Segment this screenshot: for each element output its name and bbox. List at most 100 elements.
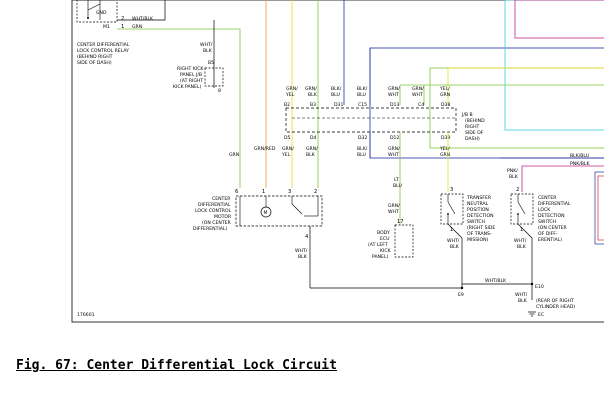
jb-bot-wire-1a: GRN/ bbox=[282, 146, 294, 152]
jb-top-wire-6a: GRN/ bbox=[412, 86, 424, 92]
jb-top-wire-3b: BLU bbox=[331, 92, 340, 98]
ground-ec: EC bbox=[538, 312, 544, 318]
jb-label-3: RIGHT bbox=[465, 124, 480, 130]
transfer-wire-bot-1: WHT/ bbox=[447, 238, 460, 244]
kick-panel-jb: WHT/ BLK B5 8 RIGHT KICK PANEL J/B (AT R… bbox=[173, 20, 224, 94]
wire-pnk-blk bbox=[521, 165, 604, 192]
jb-bot-wire-2b: BLK bbox=[306, 152, 316, 158]
jb-bottom-pin-d39: D39 bbox=[441, 135, 450, 141]
motor-pin-2: 2 bbox=[314, 189, 317, 195]
jb-top-pin-d31: D31 bbox=[334, 102, 343, 108]
ecu-pin: 17 bbox=[397, 219, 404, 225]
ecu-label-3: (AT LEFT bbox=[368, 242, 388, 248]
jb-top-wire-7b: GRN bbox=[440, 92, 450, 98]
jb-bottom-pin-d5: D5 bbox=[284, 135, 291, 141]
ground-e10: E10 bbox=[535, 284, 544, 290]
jb-top-wire-4b: BLU bbox=[357, 92, 366, 98]
jb-top-pin-d13: D13 bbox=[390, 102, 399, 108]
transfer-neutral-switch bbox=[440, 193, 464, 225]
motor-ground-wire-2: BLK bbox=[298, 254, 308, 260]
motor-pin-6: 6 bbox=[235, 189, 238, 195]
jb-bottom-pin-d12: D12 bbox=[390, 135, 399, 141]
ground-e10-wire-2: BLK bbox=[518, 298, 528, 304]
ecu-wire-top-2: BLU bbox=[393, 183, 402, 189]
jb-top-wire-3a: BLK/ bbox=[331, 86, 342, 92]
wire-blue-box bbox=[594, 171, 604, 245]
transfer-label-6: (RIGHT SIDE bbox=[467, 225, 495, 231]
jb-bot-wire-3b: BLU bbox=[357, 152, 366, 158]
motor-label-4: MOTOR bbox=[214, 214, 232, 220]
jb-label-2: (BEHIND bbox=[465, 118, 485, 124]
ground-e9: E9 bbox=[458, 292, 464, 298]
jb-top-pin-c4: C4 bbox=[418, 102, 424, 108]
jb-top-wire-1b: YEL bbox=[285, 92, 295, 98]
jb-bottom-pin-d4: D4 bbox=[310, 135, 317, 141]
transfer-label-3: POSITION bbox=[467, 207, 489, 213]
transfer-label-5: SWITCH bbox=[467, 219, 485, 225]
cdl-label-2: DIFFERENTIAL bbox=[538, 201, 571, 207]
motor-label-1: CENTER bbox=[212, 196, 231, 202]
motor-label-2: DIFFERENTIAL bbox=[198, 202, 231, 208]
motor-label-6: DIFFERENTIAL) bbox=[193, 226, 227, 232]
cdl-wire-bot-1: WHT/ bbox=[514, 238, 527, 244]
kick-label-2: PANEL J/B bbox=[180, 72, 202, 78]
transfer-label-4: DETECTION bbox=[467, 213, 494, 219]
ground-bus-wire: WHT/BLK bbox=[485, 278, 507, 284]
motor-ground-wire-1: WHT/ bbox=[295, 248, 308, 254]
jb-top-pin-b3: B3 bbox=[310, 102, 316, 108]
transfer-label-8: MISSION) bbox=[467, 237, 489, 243]
wire-cyan-frame bbox=[504, 0, 604, 131]
cdl-label-1: CENTER bbox=[538, 195, 557, 201]
ecu-label-1: BODY bbox=[377, 230, 390, 236]
motor-pin-3: 3 bbox=[288, 189, 291, 195]
right-wire-blkblu: BLK/BLU bbox=[570, 153, 589, 159]
motor-label-5: (ON CENTER bbox=[202, 220, 232, 226]
jb-top-wire-4a: BLK/ bbox=[357, 86, 368, 92]
jb-top-wire-6b: WHT bbox=[412, 92, 423, 98]
motor-wire-grn: GRN bbox=[229, 152, 239, 158]
motor-pin-1: 1 bbox=[262, 189, 265, 195]
relay-pin1: 1 bbox=[121, 24, 124, 30]
relay-label-4: SIDE OF DASH) bbox=[77, 60, 112, 66]
relay-pin2: 2 bbox=[121, 16, 124, 22]
kick-wire-2: BLK bbox=[203, 48, 213, 54]
kick-label-3: (AT RIGHT bbox=[180, 78, 203, 84]
jb-top-wire-5b: WHT bbox=[388, 92, 399, 98]
jb-top-pin-d38: D38 bbox=[441, 102, 450, 108]
cdl-detection-switch bbox=[510, 193, 534, 225]
jb-bottom-pin-d32: D32 bbox=[358, 135, 367, 141]
relay-pin-gnd: GND bbox=[96, 10, 107, 16]
cdl-wire-bot-2: BLK bbox=[517, 244, 527, 250]
relay-label-1: CENTER DIFFERENTIAL bbox=[77, 42, 130, 48]
jb-bot-wire-5a: YEL/ bbox=[439, 146, 450, 152]
ground-e10-label-1: (REAR OF RIGHT bbox=[536, 298, 574, 304]
jb-top-pin-b2: B2 bbox=[284, 102, 290, 108]
e10-junction bbox=[530, 282, 534, 286]
motor-ground-pin: 4 bbox=[305, 234, 309, 240]
jb-b-connector bbox=[285, 107, 457, 133]
wire-relay-grn bbox=[117, 28, 241, 188]
motor-label-3: LOCK CONTROL bbox=[195, 208, 232, 214]
jb-top-wire-2a: GRN/ bbox=[305, 86, 317, 92]
cdl-control-motor: M bbox=[235, 195, 323, 227]
transfer-label-7: OF TRANS- bbox=[467, 231, 492, 237]
jb-bot-wire-4b: WHT bbox=[388, 152, 399, 158]
ground-e10-wire-1: WHT/ bbox=[515, 292, 528, 298]
relay-pin-m1: M1 bbox=[103, 24, 110, 30]
relay-wire-bottom: GRN bbox=[132, 24, 142, 30]
cdl-label-6: (ON CENTER bbox=[538, 225, 568, 231]
wire-red-box bbox=[597, 175, 604, 241]
wire-relay-whtblk bbox=[117, 0, 166, 21]
motor-wire-grnred: GRN/RED bbox=[254, 146, 276, 152]
ground-e10-label-2: CYLINDER HEAD) bbox=[536, 304, 575, 310]
diagram-frame bbox=[71, 0, 604, 323]
right-wire-pnkblk: PNK/BLK bbox=[570, 161, 590, 167]
jb-label-5: DASH) bbox=[465, 136, 480, 142]
cdl-wire-top-2: BLK bbox=[509, 174, 519, 180]
jb-top-wire-1a: GRN/ bbox=[286, 86, 298, 92]
body-ecu bbox=[394, 224, 414, 258]
cdl-label-8: ERENTIAL) bbox=[538, 237, 562, 243]
kick-wire-1: WHT/ bbox=[200, 42, 213, 48]
cdl-label-4: DETECTION bbox=[538, 213, 565, 219]
ecu-wire-top-1: LT bbox=[394, 177, 399, 183]
